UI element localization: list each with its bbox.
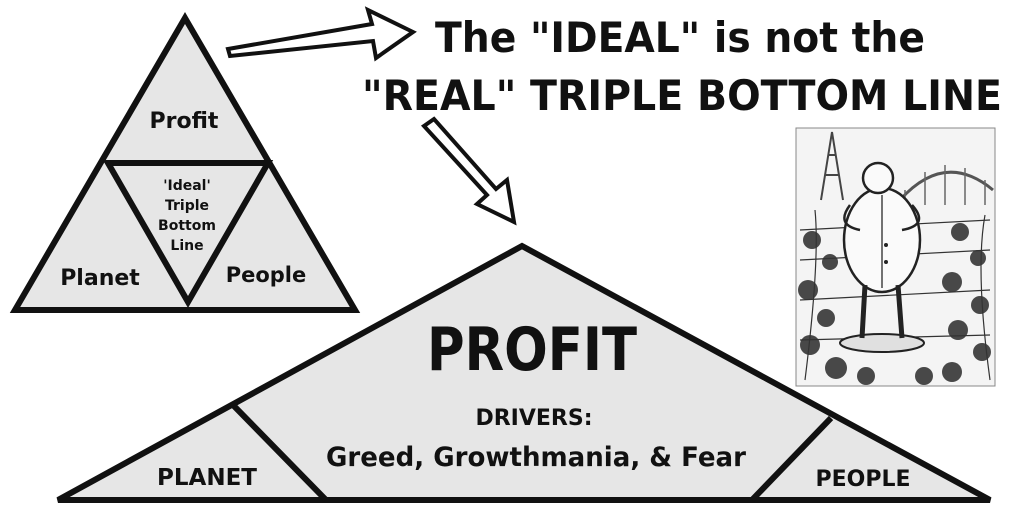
ideal-center-triangle [102, 160, 274, 309]
real-right-label: PEOPLE [815, 467, 910, 492]
real-drivers-title: DRIVERS: [475, 406, 592, 431]
arrow-down-right-icon [420, 116, 517, 226]
ideal-triangle: Profit 'Ideal' Triple Bottom Line Planet… [9, 12, 361, 313]
real-right-divider [749, 415, 834, 503]
ideal-center-line-4: Line [170, 238, 203, 254]
real-left-divider [231, 403, 329, 503]
real-triangle-outline [56, 242, 992, 503]
ideal-top-label: Profit [150, 109, 219, 134]
headline-line-1: The "IDEAL" is not the [435, 13, 925, 62]
real-top-label: PROFIT [427, 315, 637, 385]
ideal-center-line-2: Triple [165, 198, 209, 214]
ideal-right-label: People [226, 263, 307, 287]
arrow-right-icon [225, 6, 417, 62]
fat-man-crowd-illustration [795, 127, 996, 387]
ideal-center-line-3: Bottom [158, 218, 216, 234]
ideal-left-label: Planet [60, 266, 140, 291]
ideal-center-line-1: 'Ideal' [163, 178, 211, 194]
real-drivers-text: Greed, Growthmania, & Fear [326, 442, 747, 473]
headline-line-2: "REAL" TRIPLE BOTTOM LINE [362, 71, 1002, 120]
real-left-label: PLANET [157, 465, 257, 491]
real-triangle: PROFIT DRIVERS: Greed, Growthmania, & Fe… [56, 242, 992, 503]
